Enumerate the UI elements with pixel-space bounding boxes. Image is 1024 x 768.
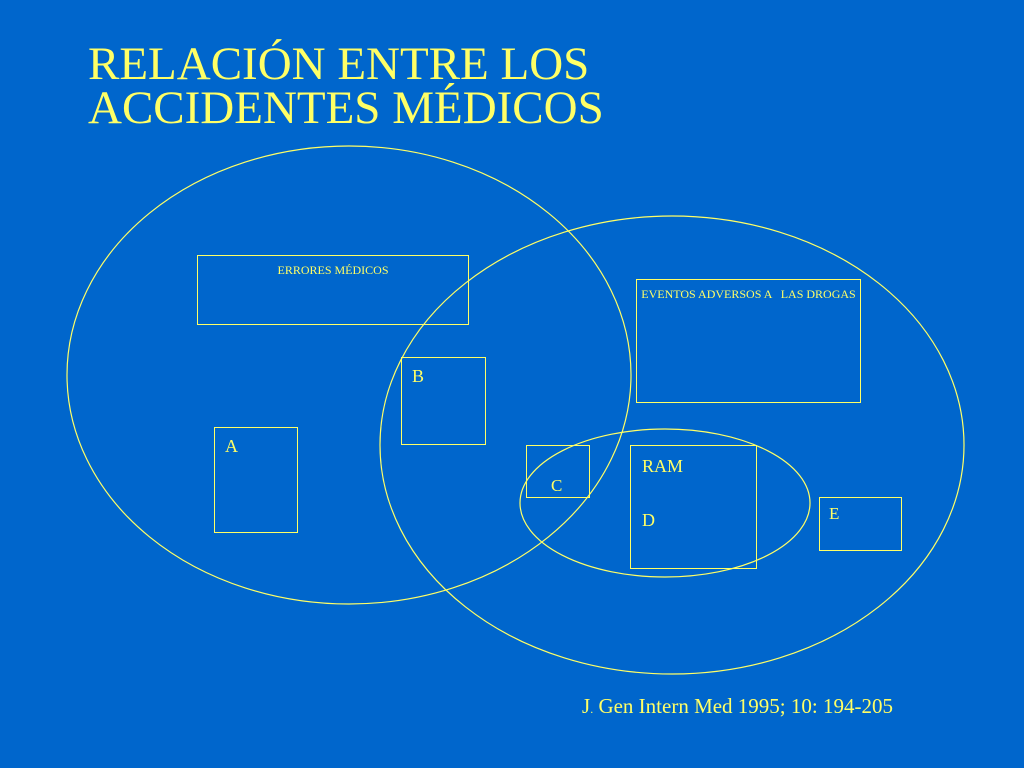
citation-text: Gen Intern Med 1995; 10: 194-205 <box>593 694 893 718</box>
ram-ellipse <box>519 428 811 578</box>
slide-title-line-2: ACCIDENTES MÉDICOS <box>88 82 604 134</box>
adverse-drug-events-ellipse <box>379 215 965 675</box>
adverse-drug-events-label-box: EVENTOS ADVERSOS A LAS DROGAS <box>636 279 861 403</box>
medical-errors-ellipse <box>66 145 632 605</box>
citation: J. Gen Intern Med 1995; 10: 194-205 <box>582 694 893 719</box>
medical-errors-label-box: ERRORES MÉDICOS <box>197 255 469 325</box>
region-c-label: C <box>551 476 563 495</box>
ram-label: RAM <box>642 456 684 476</box>
citation-prefix: J <box>582 694 591 718</box>
ram-d-box: RAM D <box>630 445 757 569</box>
region-e-label: E <box>829 504 840 523</box>
adverse-drug-events-label: EVENTOS ADVERSOS A LAS DROGAS <box>641 287 856 301</box>
region-b-box: B <box>401 357 486 445</box>
region-a-label: A <box>225 436 238 456</box>
region-a-box: A <box>214 427 298 533</box>
medical-errors-label: ERRORES MÉDICOS <box>277 263 389 277</box>
region-c-box: C <box>526 445 590 498</box>
slide-title-line-1: RELACIÓN ENTRE LOS <box>88 38 590 90</box>
region-d-label: D <box>642 510 655 530</box>
region-e-box: E <box>819 497 902 551</box>
citation-dot: . <box>590 702 594 716</box>
region-b-label: B <box>412 366 425 386</box>
